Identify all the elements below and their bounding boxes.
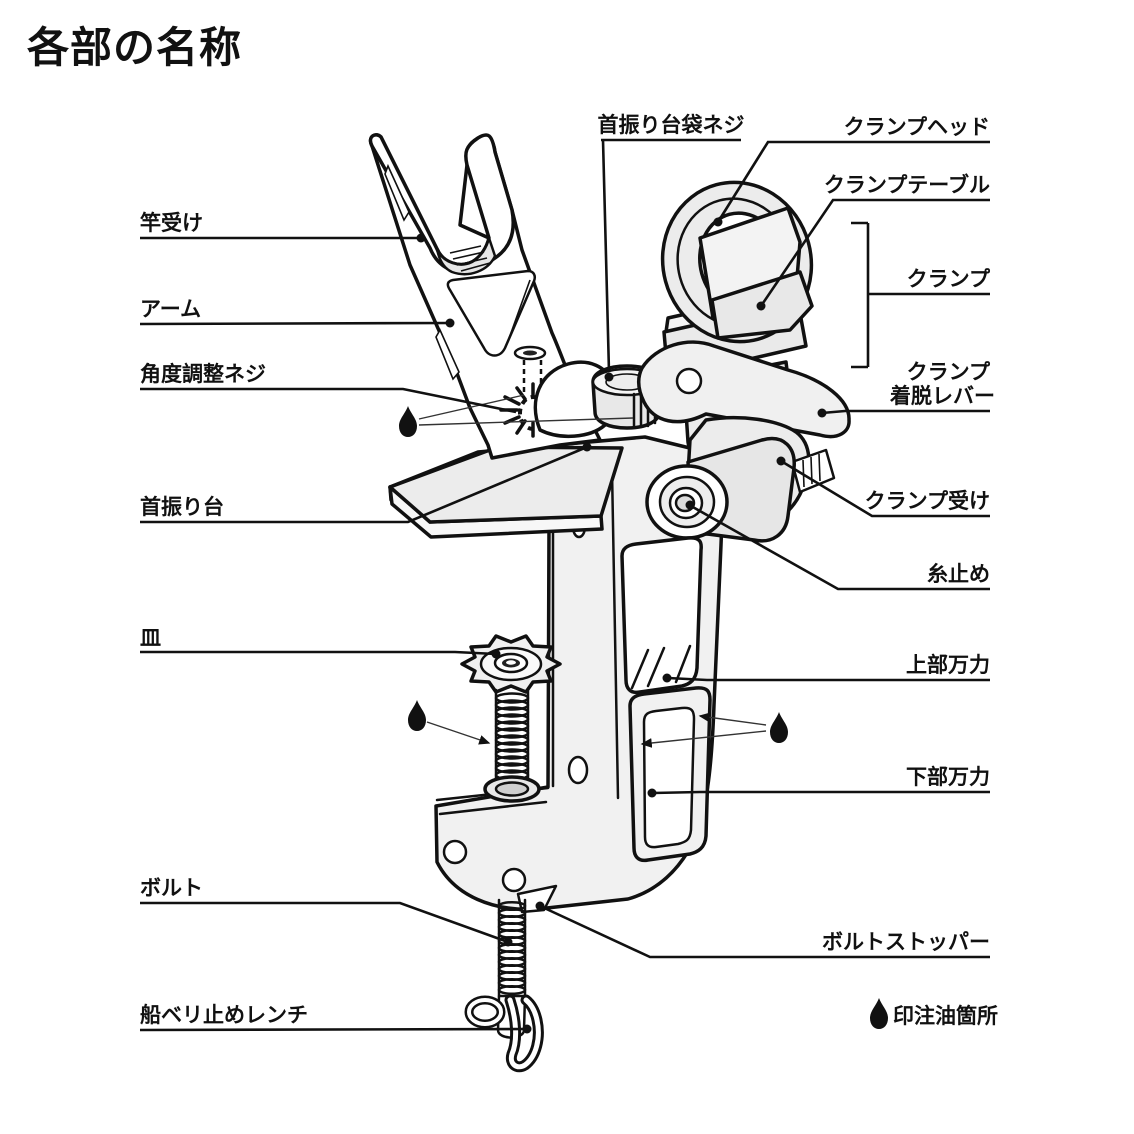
leader-gunwale-wrench — [139, 1027, 528, 1032]
arm-cutout — [446, 269, 536, 357]
label-angle-adjust-screw: 角度調整ネジ — [140, 362, 266, 386]
saddle-hatch — [449, 245, 491, 272]
leader-lower-vise — [652, 790, 990, 795]
leader-angle-screw — [140, 387, 517, 414]
leader-swivel-base — [140, 445, 588, 524]
label-dish: 皿 — [140, 627, 161, 650]
leader-bolt — [140, 901, 509, 944]
oil-drops — [399, 394, 788, 748]
leader-line-stopper — [690, 504, 990, 591]
legend: 印注油箇所 — [870, 998, 998, 1029]
leader-bolt-stopper — [539, 904, 990, 959]
leader-swivel-cap-screw — [601, 138, 741, 373]
label-clamp-lever-line1: クランプ — [907, 361, 991, 384]
upper-vise-panel — [620, 536, 703, 695]
leader-upper-vise — [667, 676, 990, 682]
leader-clamp-head — [716, 140, 990, 223]
legend-oil-note: 印注油箇所 — [893, 1004, 998, 1028]
swivel-base-plate — [388, 445, 624, 524]
oil-drop-pointers — [418, 394, 767, 748]
leader-dish — [140, 650, 497, 656]
oil-drop-icon — [399, 406, 417, 437]
bolt-stopper-part — [516, 884, 558, 914]
oil-drop-icon — [408, 700, 426, 731]
leader-dots — [416, 217, 827, 1034]
spine-hole-lower — [567, 755, 589, 785]
dish-knob — [460, 634, 562, 694]
illustration — [368, 133, 851, 1073]
label-bolt-stopper: ボルトストッパー — [822, 931, 990, 954]
label-gunwale-wrench: 船ベリ止めレンチ — [140, 1003, 308, 1027]
leader-clamp-receiver — [780, 459, 990, 518]
label-clamp-lever-line2: 着脱レバー — [889, 384, 995, 408]
label-rod-rest: 竿受け — [140, 211, 203, 235]
lower-bolt — [497, 898, 527, 998]
label-clamp-head: クランプヘッド — [844, 116, 990, 139]
label-lower-vise: 下部万力 — [906, 765, 990, 789]
clamp-bracket — [851, 221, 990, 369]
label-swivel-cap-screw: 首振り台袋ネジ — [598, 113, 745, 137]
label-bolt: ボルト — [140, 877, 203, 900]
page-title: 各部の名称 — [27, 24, 242, 71]
oil-drop-icon — [770, 712, 788, 743]
upper-screw-shaft — [494, 688, 530, 782]
gunwale-wrench-part — [464, 994, 544, 1073]
leader-clamp-lever — [821, 409, 990, 415]
label-swivel-base: 首振り台 — [140, 495, 224, 519]
label-clamp-table: クランプテーブル — [824, 173, 990, 197]
leader-lines — [139, 138, 990, 1034]
label-arm: アーム — [140, 298, 201, 321]
clamp-lever-part — [637, 340, 851, 439]
oil-drop-icon — [870, 998, 888, 1029]
label-clamp: クランプ — [907, 268, 991, 291]
label-line-stopper: 糸止め — [927, 562, 990, 586]
lower-vise-inner — [642, 706, 696, 849]
label-clamp-receiver: クランプ受け — [865, 489, 990, 513]
label-upper-vise: 上部万力 — [906, 653, 990, 677]
leader-clamp-table — [759, 198, 990, 307]
leader-arm — [139, 321, 451, 326]
